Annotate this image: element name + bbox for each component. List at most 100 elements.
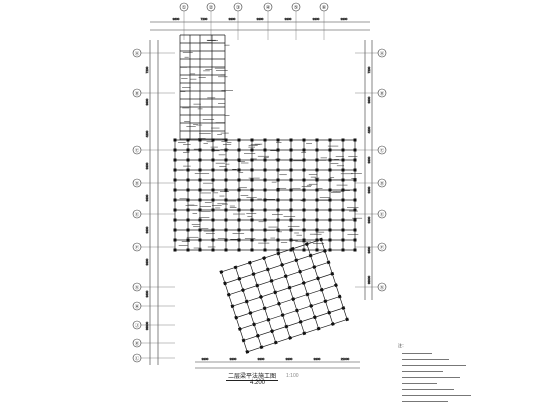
column — [198, 148, 202, 152]
column — [263, 178, 267, 182]
note-text-placeholder — [402, 395, 471, 396]
wing-beam — [320, 239, 348, 320]
note-line — [402, 363, 538, 367]
column — [262, 256, 266, 260]
column — [198, 248, 202, 252]
column — [289, 138, 293, 142]
column — [302, 188, 306, 192]
column — [211, 248, 215, 252]
column — [273, 290, 278, 295]
column — [276, 188, 280, 192]
grid-label-left: Ⓚ — [135, 340, 140, 347]
column — [276, 168, 280, 172]
column — [186, 148, 190, 152]
bottom-dim-text: 21000 — [341, 357, 350, 361]
column — [334, 283, 338, 288]
column — [266, 317, 271, 322]
note-line — [402, 369, 538, 373]
column — [302, 138, 306, 142]
column — [341, 198, 345, 202]
column — [289, 168, 293, 172]
column — [186, 238, 190, 242]
grid-bubble-right — [377, 88, 387, 98]
grid-bubble-top — [263, 2, 273, 12]
column — [186, 158, 190, 162]
general-notes: 注： — [398, 343, 538, 403]
note-line — [402, 387, 538, 391]
column — [269, 278, 274, 283]
column — [273, 340, 278, 345]
note-text-placeholder — [402, 371, 443, 372]
column — [337, 294, 342, 299]
column — [173, 138, 177, 142]
grid-bubble-right — [377, 242, 387, 252]
right-dim-text: 3600 — [367, 246, 371, 253]
column — [186, 198, 190, 202]
column — [315, 238, 319, 242]
column — [237, 276, 242, 281]
column — [211, 198, 215, 202]
column — [224, 248, 228, 252]
column — [328, 198, 332, 202]
left-dim-text: 3300 — [145, 194, 149, 201]
note-line — [402, 393, 538, 397]
column — [315, 248, 319, 252]
bottom-dim-text: 3300 — [286, 357, 293, 361]
column — [326, 260, 331, 265]
column — [252, 322, 257, 327]
column — [353, 228, 357, 232]
column — [237, 188, 241, 192]
column — [289, 238, 293, 242]
column — [341, 188, 345, 192]
left-dim-text: 3300 — [145, 258, 149, 265]
grid-label-top: ⑥ — [322, 5, 327, 11]
column — [173, 198, 177, 202]
column — [173, 238, 177, 242]
column — [284, 324, 289, 329]
column — [315, 148, 319, 152]
column — [312, 315, 317, 320]
column — [237, 238, 241, 242]
column — [224, 138, 228, 142]
column — [353, 178, 357, 182]
grid-bubble-left — [132, 320, 142, 330]
column — [309, 303, 314, 308]
column — [305, 292, 310, 297]
grid-label-right: Ⓖ — [380, 284, 385, 291]
column — [341, 168, 345, 172]
column — [322, 249, 327, 253]
column — [315, 208, 319, 212]
column — [289, 198, 293, 202]
column — [186, 248, 190, 252]
grid-bubble-right — [377, 145, 387, 155]
column — [241, 338, 246, 343]
grid-label-top: ⑤ — [294, 5, 299, 11]
column — [341, 138, 345, 142]
grid-bubble-right — [377, 209, 387, 219]
right-dim-text: 4200 — [367, 126, 371, 133]
column — [250, 198, 254, 202]
wing-beam — [236, 284, 337, 318]
column — [291, 297, 296, 301]
column — [276, 148, 280, 152]
column — [219, 270, 224, 274]
grid-bubble-top — [206, 2, 216, 12]
grid-bubble-left — [132, 353, 142, 363]
note-text-placeholder — [402, 353, 432, 354]
column — [289, 188, 293, 192]
grid-label-left: Ⓑ — [135, 90, 140, 97]
column — [341, 218, 345, 222]
grid-bubble-right — [377, 48, 387, 58]
column — [247, 260, 252, 265]
column — [234, 315, 239, 320]
grid-label-top: ④ — [266, 5, 271, 11]
column — [198, 158, 202, 162]
wing-beam — [278, 253, 305, 334]
column — [288, 336, 292, 340]
grid-bubble-left — [132, 242, 142, 252]
column — [173, 248, 177, 252]
column — [198, 218, 202, 222]
column — [298, 269, 302, 274]
column — [302, 178, 306, 182]
